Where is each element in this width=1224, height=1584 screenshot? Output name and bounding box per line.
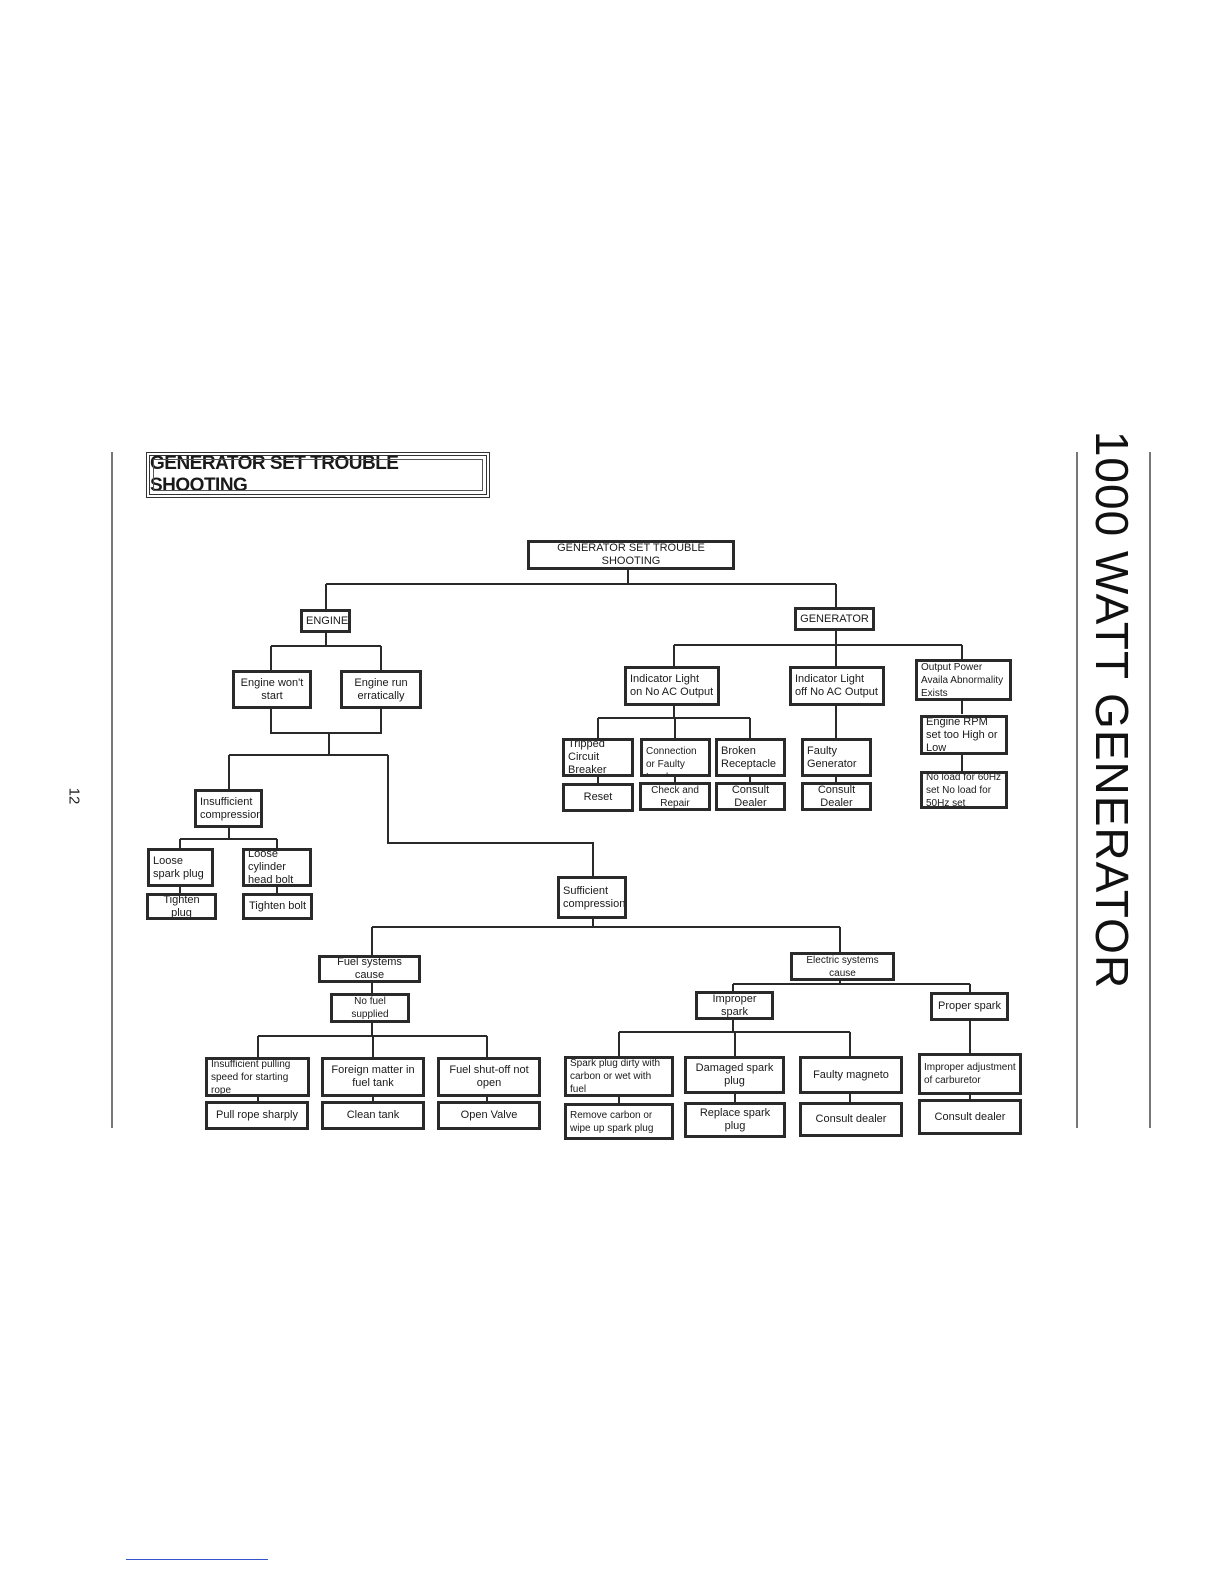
- node-tighten-plug: Tighten plug: [146, 893, 217, 920]
- node-reset: Reset: [562, 783, 634, 812]
- node-poor-connection: Poor Connection or Faulty Lead: [640, 738, 711, 777]
- node-consult-dealer-3: Consult dealer: [799, 1102, 903, 1137]
- node-consult-dealer-1: Consult Dealer: [715, 782, 786, 811]
- connector-indicator-on: [597, 705, 751, 738]
- node-improper-carburetor: Improper adjustment of carburetor: [918, 1053, 1022, 1095]
- node-no-load: No load for 60Hz set No load for 50Hz se…: [920, 771, 1008, 809]
- node-check-and-repair: Check and Repair: [639, 782, 711, 811]
- node-fuel-shutoff: Fuel shut-off not open: [437, 1057, 541, 1097]
- node-output-power: Output Power Availa Abnormality Exists: [915, 659, 1012, 701]
- connector-generator: [673, 630, 963, 666]
- right-outer-rule: [1149, 452, 1151, 1128]
- node-spark-plug-dirty: Spark plug dirty with carbon or wet with…: [564, 1056, 674, 1097]
- node-consult-dealer-2: Consult Dealer: [801, 782, 872, 811]
- node-pull-rope: Pull rope sharply: [205, 1101, 309, 1130]
- connector-actions-electric: [618, 1093, 971, 1103]
- node-tighten-bolt: Tighten bolt: [242, 893, 313, 920]
- node-engine-rpm: Engine RPM set too High or Low: [920, 715, 1008, 755]
- node-root: GENERATOR SET TROUBLE SHOOTING: [527, 540, 735, 570]
- node-consult-dealer-4: Consult dealer: [918, 1099, 1022, 1135]
- node-clean-tank: Clean tank: [321, 1101, 425, 1130]
- node-engine-wont-start: Engine won't start: [232, 670, 312, 709]
- node-improper-spark: Improper spark: [695, 991, 774, 1020]
- node-open-valve: Open Valve: [437, 1101, 541, 1130]
- connector-engine-merge: [270, 708, 382, 755]
- node-faulty-generator: Faulty Generator: [801, 738, 872, 777]
- right-inner-rule: [1076, 452, 1078, 1128]
- node-tripped-breaker: Tripped Circuit Breaker: [562, 738, 634, 777]
- connector-root: [325, 569, 837, 609]
- page-heading: GENERATOR SET TROUBLE SHOOTING: [146, 452, 490, 498]
- node-engine-run-erratically: Engine run erratically: [340, 670, 422, 709]
- node-indicator-light-on: Indicator Light on No AC Output: [624, 666, 720, 706]
- connector-improper-spark: [618, 1019, 851, 1056]
- connector-insufficient: [179, 827, 278, 848]
- node-indicator-light-off: Indicator Light off No AC Output: [789, 666, 885, 706]
- node-engine: ENGINE: [300, 609, 351, 633]
- node-remove-carbon: Remove carbon or wipe up spark plug: [564, 1103, 674, 1140]
- node-proper-spark: Proper spark: [930, 992, 1009, 1021]
- footer-rule: [126, 1559, 268, 1560]
- left-border-rule: [111, 452, 113, 1128]
- node-loose-spark-plug: Loose spark plug: [147, 848, 214, 887]
- connector-actions-generator: [597, 776, 837, 783]
- node-replace-spark-plug: Replace spark plug: [684, 1102, 786, 1138]
- node-fuel-systems-cause: Fuel systems cause: [318, 955, 421, 983]
- connector-fuel: [257, 982, 488, 1057]
- node-insufficient-pulling-speed: Insufficient pulling speed for starting …: [205, 1057, 310, 1097]
- connector-sufficient: [371, 918, 841, 955]
- node-sufficient-compression: Sufficient compression: [557, 876, 627, 919]
- connector-loose-fix: [179, 886, 278, 893]
- connector-compression: [228, 754, 594, 876]
- node-damaged-spark-plug: Damaged spark plug: [684, 1056, 785, 1094]
- node-insufficient-compression: Insufficient compression: [194, 789, 263, 828]
- node-loose-cylinder-bolt: Loose cylinder head bolt: [242, 848, 312, 887]
- connector-engine: [270, 632, 382, 670]
- node-faulty-magneto: Faulty magneto: [799, 1056, 903, 1094]
- node-no-fuel-supplied: No fuel supplied: [330, 993, 410, 1023]
- node-electric-systems-cause: Electric systems cause: [790, 952, 895, 981]
- node-broken-receptacle: Broken Receptacle: [715, 738, 786, 777]
- node-generator: GENERATOR: [794, 607, 875, 631]
- connector-electric: [732, 980, 971, 992]
- node-foreign-matter: Foreign matter in fuel tank: [321, 1057, 425, 1097]
